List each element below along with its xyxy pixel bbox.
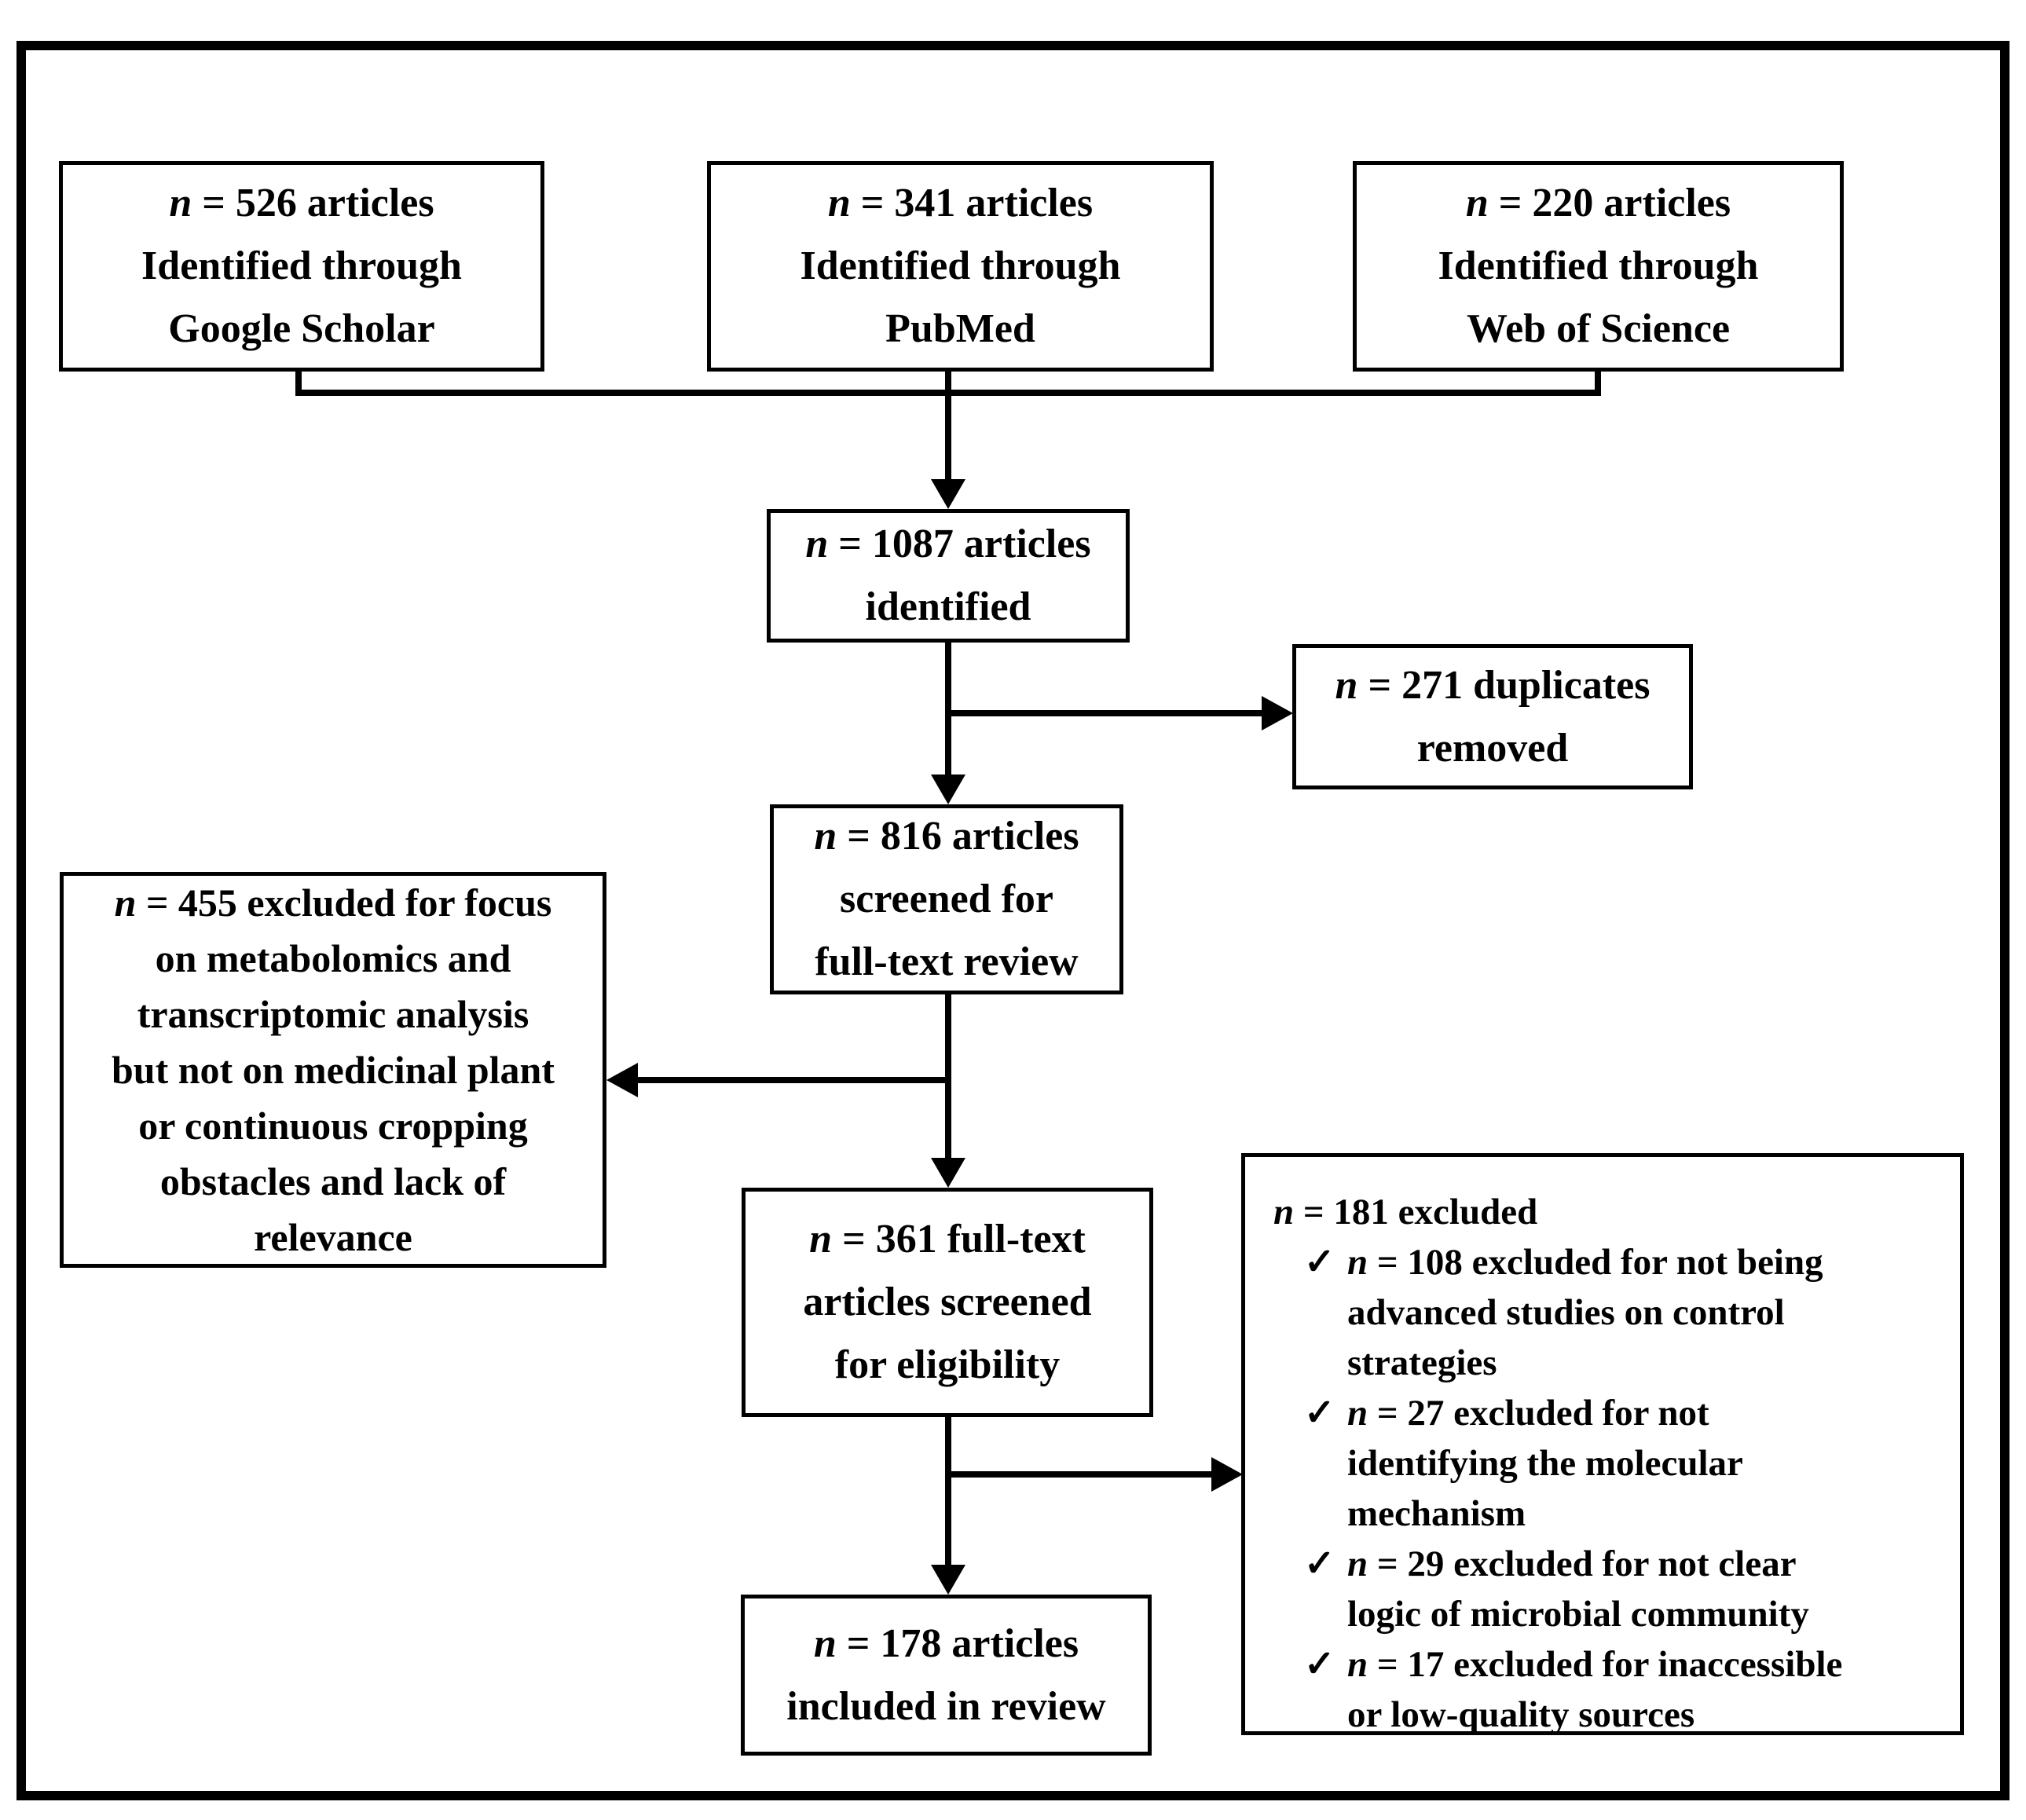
box-line: relevance [254,1214,412,1259]
box-line: transcriptomic analysis [137,991,529,1036]
box-line: Identified through [1438,244,1759,288]
box-line: Identified through [800,244,1121,288]
box-screened-eligibility: n = 361 full-text articles screened for … [742,1188,1153,1417]
connector-line [945,641,951,776]
box-line: but not on medicinal plant [111,1047,555,1092]
box-line: on metabolomics and [155,936,511,980]
box-line: for eligibility [834,1342,1061,1387]
box-line: mechanism [1347,1493,1526,1534]
excluded-item: ✓ n = 17 excluded for inaccessible or lo… [1273,1639,1842,1740]
arrowhead-down-icon [931,775,965,804]
box-included-review: n = 178 articles included in review [741,1595,1152,1756]
box-line: strategies [1347,1342,1497,1383]
connector-line [295,369,302,396]
box-line: PubMed [885,306,1035,351]
box-line: or low-quality sources [1347,1694,1695,1735]
box-line: Web of Science [1466,306,1731,351]
arrowhead-down-icon [931,479,965,509]
check-icon: ✓ [1304,1644,1335,1685]
connector-line [945,710,1265,716]
outer-border [16,41,2010,1800]
excluded-heading: n = 181 excluded [1273,1192,1538,1232]
connector-line [945,1415,951,1566]
arrowhead-down-icon [931,1565,965,1595]
box-line: n = 108 excluded for not being [1347,1242,1823,1283]
connector-line [1595,369,1601,396]
box-excluded-focus: n = 455 excluded for focus on metabolomi… [60,872,606,1268]
check-icon: ✓ [1304,1242,1335,1283]
box-line: n = 178 articles [813,1620,1079,1666]
excluded-item: ✓ n = 27 excluded for not identifying th… [1273,1388,1743,1539]
box-line: identified [865,584,1031,629]
check-icon: ✓ [1304,1544,1335,1584]
box-line: n = 29 excluded for not clear [1347,1544,1797,1584]
excluded-item: ✓ n = 108 excluded for not being advance… [1273,1237,1823,1388]
box-line: n = 526 articles [169,181,434,225]
box-line: removed [1416,725,1569,771]
box-line: full-text review [815,939,1079,984]
arrowhead-right-icon [1211,1457,1243,1492]
arrowhead-left-icon [606,1063,638,1097]
box-line: screened for [840,877,1053,921]
box-line: n = 27 excluded for not [1347,1393,1709,1434]
arrowhead-right-icon [1262,696,1293,731]
box-line: n = 455 excluded for focus [114,880,552,925]
excluded-item: ✓ n = 29 excluded for not clear logic of… [1273,1539,1809,1639]
box-web-of-science: n = 220 articles Identified through Web … [1353,161,1844,372]
box-line: Identified through [141,244,462,288]
connector-line [636,1077,951,1083]
box-pubmed: n = 341 articles Identified through PubM… [707,161,1214,372]
box-line: n = 361 full-text [809,1217,1086,1262]
box-line: n = 1087 articles [805,522,1091,566]
box-duplicates-removed: n = 271 duplicates removed [1292,644,1693,789]
box-line: identifying the molecular [1347,1443,1743,1484]
connector-line [945,1471,1216,1478]
box-line: n = 220 articles [1465,181,1731,225]
box-line: obstacles and lack of [159,1159,507,1203]
box-google-scholar: n = 526 articles Identified through Goog… [59,161,544,372]
connector-line [945,991,951,1158]
box-line: n = 271 duplicates [1335,662,1650,708]
box-articles-identified: n = 1087 articles identified [767,509,1130,643]
box-line: logic of microbial community [1347,1594,1809,1635]
box-line: Google Scholar [168,306,435,351]
box-line: advanced studies on control [1347,1292,1785,1333]
box-line: or continuous cropping [138,1103,528,1148]
box-line: articles screened [803,1280,1092,1324]
box-line: n = 341 articles [827,181,1094,225]
box-line: n = 816 articles [814,814,1079,859]
check-icon: ✓ [1304,1393,1335,1434]
arrowhead-down-icon [931,1158,965,1188]
box-screened-full-text: n = 816 articles screened for full-text … [770,804,1123,994]
box-line: included in review [786,1683,1106,1729]
box-excluded-reasons: n = 181 excluded ✓ n = 108 excluded for … [1241,1153,1964,1735]
connector-line [945,369,951,481]
box-line: n = 17 excluded for inaccessible [1347,1644,1843,1685]
